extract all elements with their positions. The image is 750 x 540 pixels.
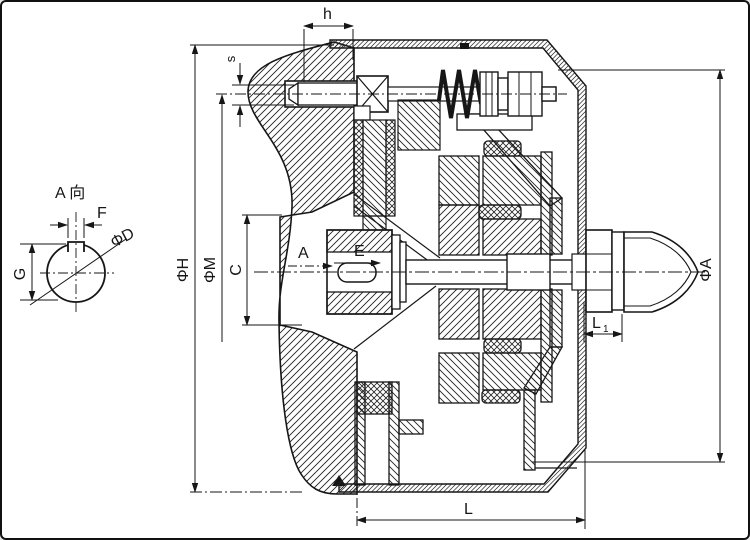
dimension-phi-a: ΦA (532, 69, 725, 463)
dim-phi-m-label: ΦM (202, 257, 219, 283)
arrow-e-label: E (354, 243, 365, 260)
disc-pack-lower (438, 288, 553, 404)
dim-g-label: G (12, 268, 29, 280)
dim-phi-h-label: ΦH (175, 258, 192, 282)
dimension-h: h (303, 6, 354, 82)
dimension-l1: L 1 (583, 302, 623, 342)
dim-h-label: h (323, 6, 332, 23)
dimension-phi-m: ΦM (202, 94, 226, 342)
end-nut-and-cone (585, 229, 699, 313)
dim-phi-d-label: ΦD (108, 225, 137, 251)
dim-l1-label: L (592, 315, 601, 332)
view-a-detail: A 向 F ΦD G (12, 184, 137, 314)
view-arrow-a: A (288, 245, 333, 270)
collar (611, 231, 625, 311)
keyway-notch (67, 241, 85, 252)
dim-l1-sub: 1 (603, 324, 609, 335)
dim-f-label: F (97, 205, 107, 222)
lower-support (354, 381, 424, 486)
diameter-leader (29, 238, 127, 306)
hex-nut (585, 229, 613, 313)
dim-s-label: s (223, 55, 238, 62)
dimension-c: C (228, 214, 302, 326)
view-arrow-e: E (334, 243, 381, 267)
keyway-slot (337, 262, 377, 283)
dim-c-label: C (228, 264, 245, 276)
view-a-title: A 向 (55, 184, 85, 202)
weld-mark-top (460, 43, 469, 49)
dimension-phi-h: ΦH (175, 44, 334, 493)
dim-phi-a-label: ΦA (698, 258, 715, 282)
dimension-f: F (50, 205, 107, 238)
upper-bolt (353, 99, 441, 233)
spring (437, 69, 483, 119)
arrow-a-label: A (298, 245, 309, 262)
disc-pack-upper (438, 140, 553, 256)
dimension-s: s (223, 55, 294, 127)
dim-l-label: L (464, 501, 473, 518)
dimension-l: L (356, 450, 586, 529)
dimension-g: G (12, 243, 66, 301)
